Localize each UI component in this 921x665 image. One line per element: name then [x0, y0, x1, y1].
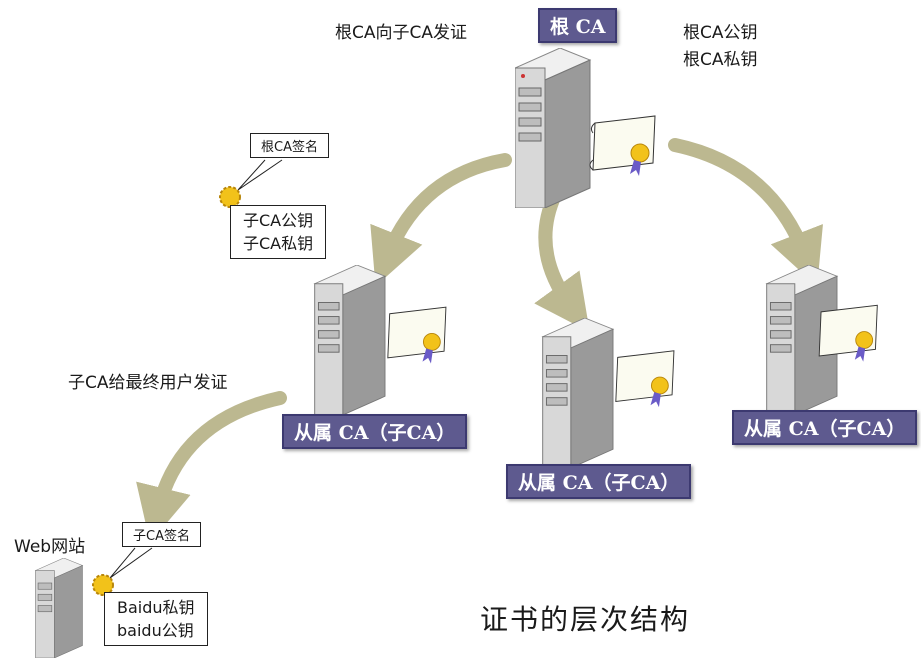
sub-ca-right-label: 从属 CA（子CA）	[732, 410, 918, 445]
sub-ca-keys-note: 子CA公钥 子CA私钥	[230, 205, 327, 259]
diagram-title: 证书的层次结构	[480, 603, 691, 636]
sub-ca-public-key: 子CA公钥	[243, 211, 314, 230]
root-public-key: 根CA公钥	[683, 23, 758, 43]
root-private-key: 根CA私钥	[683, 50, 758, 70]
sub-signature-bubble: 子CA签名	[122, 522, 201, 547]
arrow-sub-to-web	[136, 391, 287, 543]
root-signature-bubble: 根CA签名	[250, 133, 329, 158]
website-public-key: baidu公钥	[117, 621, 194, 640]
sub-ca-right-server-icon	[765, 265, 878, 415]
arrow-root-to-right	[668, 138, 823, 287]
root-ca-label: 根 CA	[538, 8, 618, 43]
website-label: Web网站	[14, 537, 86, 557]
root-issue-text: 根CA向子CA发证	[335, 23, 467, 43]
sub-ca-left-server-icon	[313, 265, 447, 415]
root-ca-server-icon	[515, 48, 656, 208]
arrow-root-to-left	[370, 153, 512, 287]
sub-ca-private-key: 子CA私钥	[243, 234, 314, 253]
sub-ca-left-label: 从属 CA（子CA）	[282, 414, 468, 449]
seal-icon	[92, 574, 114, 596]
arrow-root-to-middle	[534, 188, 590, 333]
sub-issue-text: 子CA给最终用户发证	[68, 373, 228, 393]
sub-ca-middle-server-icon	[541, 318, 675, 468]
website-private-key: Baidu私钥	[117, 598, 195, 617]
website-keys-note: Baidu私钥 baidu公钥	[104, 592, 208, 646]
website-server-icon	[34, 558, 84, 658]
sub-ca-middle-label: 从属 CA（子CA）	[506, 464, 692, 499]
